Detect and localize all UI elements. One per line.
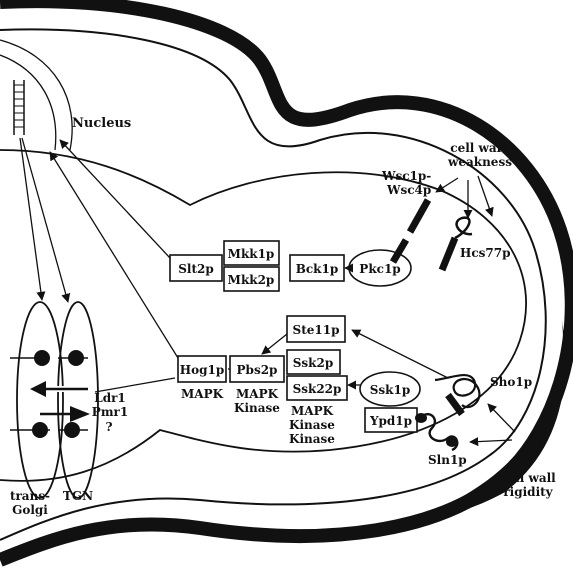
mapk-kinase-label-line2: Kinase (234, 401, 280, 415)
pbs2p-label: Pbs2p (237, 363, 278, 377)
hcs77p-coil-icon (455, 218, 472, 238)
wsc-label-line2: Wsc4p (386, 183, 431, 197)
cell-wall-outer (0, 1, 572, 560)
arrow-ste11-to-pbs2 (262, 334, 287, 354)
ldr1-label: Ldr1 (94, 391, 126, 405)
cell-wall-weakness-label-line2: weakness (447, 155, 512, 169)
ssk22p-label: Ssk22p (293, 382, 342, 396)
tgn-label: TGN (63, 489, 93, 503)
question-mark-label: ? (105, 420, 112, 434)
hcs77p-label: Hcs77p (460, 246, 511, 260)
nucleus-envelope-outer (0, 40, 72, 150)
mapkkk-label-line3: Kinase (289, 432, 335, 446)
nucleus-label: Nucleus (72, 116, 131, 131)
mapkkk-label-line1: MAPK (291, 404, 334, 418)
sln1p-label: Sln1p (428, 453, 467, 467)
mapkkk-label-line2: Kinase (289, 418, 335, 432)
trans-golgi-ellipse (17, 302, 63, 498)
ste11p-label: Ste11p (293, 323, 340, 337)
arrow-sho1-to-ste11 (352, 330, 448, 378)
trans-golgi-label-line2: Golgi (12, 503, 48, 517)
slt2p-label: Slt2p (178, 262, 214, 276)
mapk-kinase-label-line1: MAPK (236, 387, 279, 401)
arrow-rigidity-to-sho1 (488, 404, 515, 432)
cell-wall-weakness-label-line1: cell wall (450, 141, 506, 155)
vesicle-markers (10, 350, 90, 438)
mapk-label: MAPK (181, 387, 224, 401)
ypd1p-dot (415, 413, 427, 423)
bck1p-label: Bck1p (296, 262, 339, 276)
ssk2p-label: Ssk2p (293, 356, 333, 370)
hog1p-label: Hog1p (180, 363, 224, 377)
arrow-weakness-to-wsc (436, 178, 458, 192)
arrow-hog1-to-nucleus (50, 152, 178, 358)
nucleus-envelope-inner (0, 55, 56, 150)
cell-wall-rigidity-label-line2: rigidity (503, 485, 553, 499)
arrow-slt2-to-nucleus (60, 140, 170, 258)
mkk2p-label: Mkk2p (228, 273, 275, 287)
ypd1p-label: Ypd1p (369, 414, 412, 428)
cell-wall-rigidity-label-line1: cell wall (500, 471, 556, 485)
ssk1p-label: Ssk1p (370, 383, 410, 397)
sho1p-label: Sho1p (490, 375, 532, 389)
arrow-nucleus-to-trans-golgi (20, 138, 42, 300)
sho1p-bar (448, 395, 462, 414)
sln1p-dot (446, 437, 458, 447)
tgn-ellipse (58, 302, 98, 498)
mkk1p-label: Mkk1p (228, 247, 275, 261)
pmr1-label: Pmr1 (92, 405, 128, 419)
trans-golgi-label-line1: trans- (10, 489, 50, 503)
pkc1p-label: Pkc1p (359, 262, 400, 276)
dna-ladder-icon (14, 80, 24, 135)
line-hog1-to-golgi (95, 378, 175, 392)
wsc-receptor-bar-1 (410, 200, 428, 232)
wsc-label-line1: Wsc1p- (381, 169, 431, 183)
hcs77-receptor-bar (442, 238, 455, 270)
arrow-nucleus-to-tgn (22, 138, 68, 302)
